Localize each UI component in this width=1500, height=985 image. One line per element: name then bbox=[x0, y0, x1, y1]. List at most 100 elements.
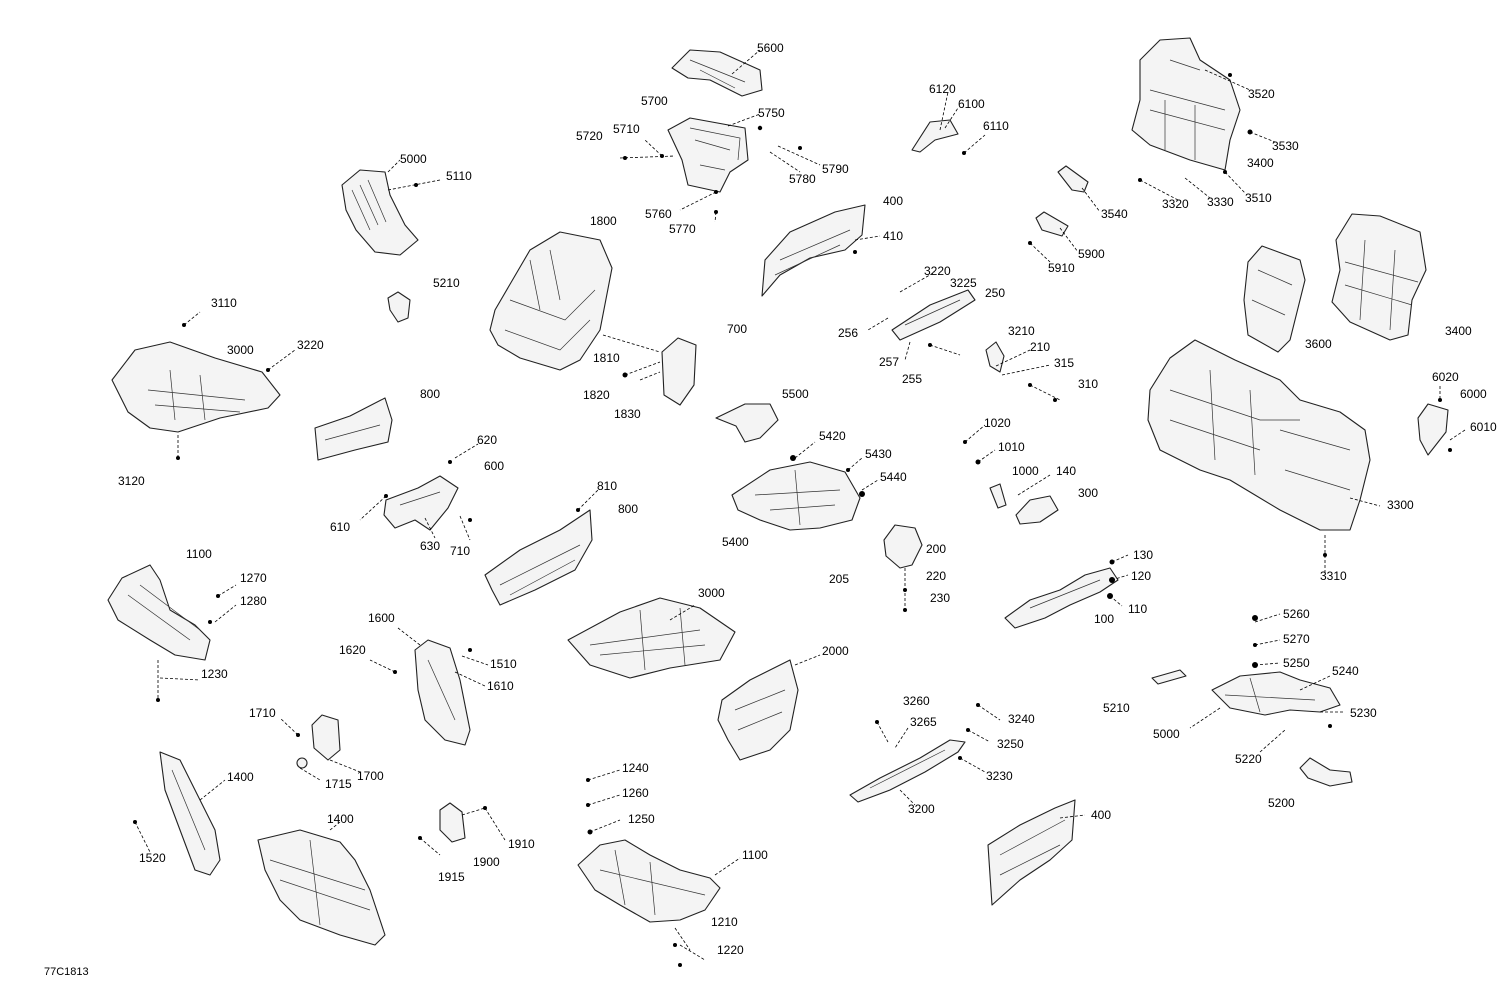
label-6110: 6110 bbox=[983, 119, 1009, 133]
label-1240: 1240 bbox=[622, 761, 649, 775]
label-3110: 3110 bbox=[211, 296, 237, 310]
label-3520: 3520 bbox=[1248, 87, 1275, 101]
label-3330: 3330 bbox=[1207, 195, 1234, 209]
label-1610: 1610 bbox=[487, 679, 514, 693]
label-3540: 3540 bbox=[1101, 207, 1128, 221]
label-3400a: 3400 bbox=[1247, 156, 1274, 170]
part-3400b-shape bbox=[1331, 213, 1427, 341]
part-1700-shape bbox=[296, 714, 341, 769]
label-1220: 1220 bbox=[717, 943, 744, 957]
part-600-shape bbox=[383, 475, 459, 531]
part-5700-shape bbox=[667, 117, 749, 193]
part-1100a-shape bbox=[107, 564, 211, 661]
label-3260: 3260 bbox=[903, 694, 930, 708]
label-6120: 6120 bbox=[929, 82, 956, 96]
label-3225: 3225 bbox=[950, 276, 977, 290]
part-5900-shape bbox=[1035, 211, 1069, 237]
label-1000: 1000 bbox=[1012, 464, 1039, 478]
label-3310: 3310 bbox=[1320, 569, 1347, 583]
label-250: 250 bbox=[985, 286, 1005, 300]
label-5700: 5700 bbox=[641, 94, 668, 108]
label-257: 257 bbox=[879, 355, 899, 369]
part-1600-shape bbox=[414, 639, 471, 746]
label-410: 410 bbox=[883, 229, 903, 243]
label-1270: 1270 bbox=[240, 571, 267, 585]
label-3200: 3200 bbox=[908, 802, 935, 816]
label-5440: 5440 bbox=[880, 470, 907, 484]
label-5110: 5110 bbox=[446, 169, 472, 183]
label-5250: 5250 bbox=[1283, 656, 1310, 670]
label-710: 710 bbox=[450, 544, 470, 558]
label-1400b: 1400 bbox=[327, 812, 354, 826]
part-300-shape bbox=[1015, 495, 1059, 525]
label-5430: 5430 bbox=[865, 447, 892, 461]
label-5000a: 5000 bbox=[400, 152, 427, 166]
part-drawings bbox=[107, 37, 1449, 946]
label-1510: 1510 bbox=[490, 657, 517, 671]
label-120: 120 bbox=[1131, 569, 1151, 583]
label-1830: 1830 bbox=[614, 407, 641, 421]
label-1910: 1910 bbox=[508, 837, 535, 851]
label-205: 205 bbox=[829, 572, 849, 586]
label-3000a: 3000 bbox=[227, 343, 254, 357]
part-1000-shape bbox=[989, 483, 1007, 509]
label-1100b: 1100 bbox=[742, 848, 768, 862]
part-2000-shape bbox=[717, 659, 799, 761]
label-600: 600 bbox=[484, 459, 504, 473]
label-1020: 1020 bbox=[984, 416, 1011, 430]
label-1700: 1700 bbox=[357, 769, 384, 783]
label-1810: 1810 bbox=[593, 351, 620, 365]
leader-lines bbox=[134, 49, 1466, 961]
part-6000-shape bbox=[1417, 403, 1449, 456]
label-1715: 1715 bbox=[325, 777, 352, 791]
label-130: 130 bbox=[1133, 548, 1153, 562]
label-3000b: 3000 bbox=[698, 586, 725, 600]
label-5270: 5270 bbox=[1283, 632, 1310, 646]
part-210-shape bbox=[985, 341, 1005, 373]
part-800b-shape bbox=[484, 509, 593, 606]
label-3600: 3600 bbox=[1305, 337, 1332, 351]
label-630: 630 bbox=[420, 539, 440, 553]
part-5000b-shape bbox=[1211, 671, 1341, 716]
part-800a-shape bbox=[314, 397, 393, 461]
part-1400b-shape bbox=[257, 829, 386, 946]
label-140: 140 bbox=[1056, 464, 1076, 478]
label-800a: 800 bbox=[420, 387, 440, 401]
diagram-reference-id: 77C1813 bbox=[44, 966, 89, 978]
label-1820: 1820 bbox=[583, 388, 610, 402]
label-200: 200 bbox=[926, 542, 946, 556]
label-5230: 5230 bbox=[1350, 706, 1377, 720]
label-1100a: 1100 bbox=[186, 547, 212, 561]
label-3300: 3300 bbox=[1387, 498, 1414, 512]
label-300: 300 bbox=[1078, 486, 1098, 500]
part-1900-shape bbox=[439, 802, 466, 843]
label-610: 610 bbox=[330, 520, 350, 534]
part-1400a-shape bbox=[159, 751, 221, 876]
label-220: 220 bbox=[926, 569, 946, 583]
part-400a-shape bbox=[761, 204, 866, 297]
part-400b-shape bbox=[987, 799, 1076, 906]
label-1915: 1915 bbox=[438, 870, 465, 884]
label-3265: 3265 bbox=[910, 715, 937, 729]
label-1250: 1250 bbox=[628, 812, 655, 826]
label-6020: 6020 bbox=[1432, 370, 1459, 384]
label-1260: 1260 bbox=[622, 786, 649, 800]
label-110: 110 bbox=[1128, 602, 1147, 616]
label-620: 620 bbox=[477, 433, 497, 447]
label-5400: 5400 bbox=[722, 535, 749, 549]
label-315: 315 bbox=[1054, 356, 1074, 370]
part-6100-shape bbox=[911, 119, 959, 153]
label-3230: 3230 bbox=[986, 769, 1013, 783]
part-3300-shape bbox=[1147, 339, 1371, 531]
label-5710: 5710 bbox=[613, 122, 640, 136]
part-100-shape bbox=[1004, 567, 1119, 629]
label-3210: 3210 bbox=[1008, 324, 1035, 338]
label-310: 310 bbox=[1078, 377, 1098, 391]
label-3400b: 3400 bbox=[1445, 324, 1472, 338]
label-5500: 5500 bbox=[782, 387, 809, 401]
part-200-shape bbox=[883, 524, 923, 569]
label-1400a: 1400 bbox=[227, 770, 254, 784]
part-1100b-shape bbox=[577, 839, 721, 923]
label-5720: 5720 bbox=[576, 129, 603, 143]
